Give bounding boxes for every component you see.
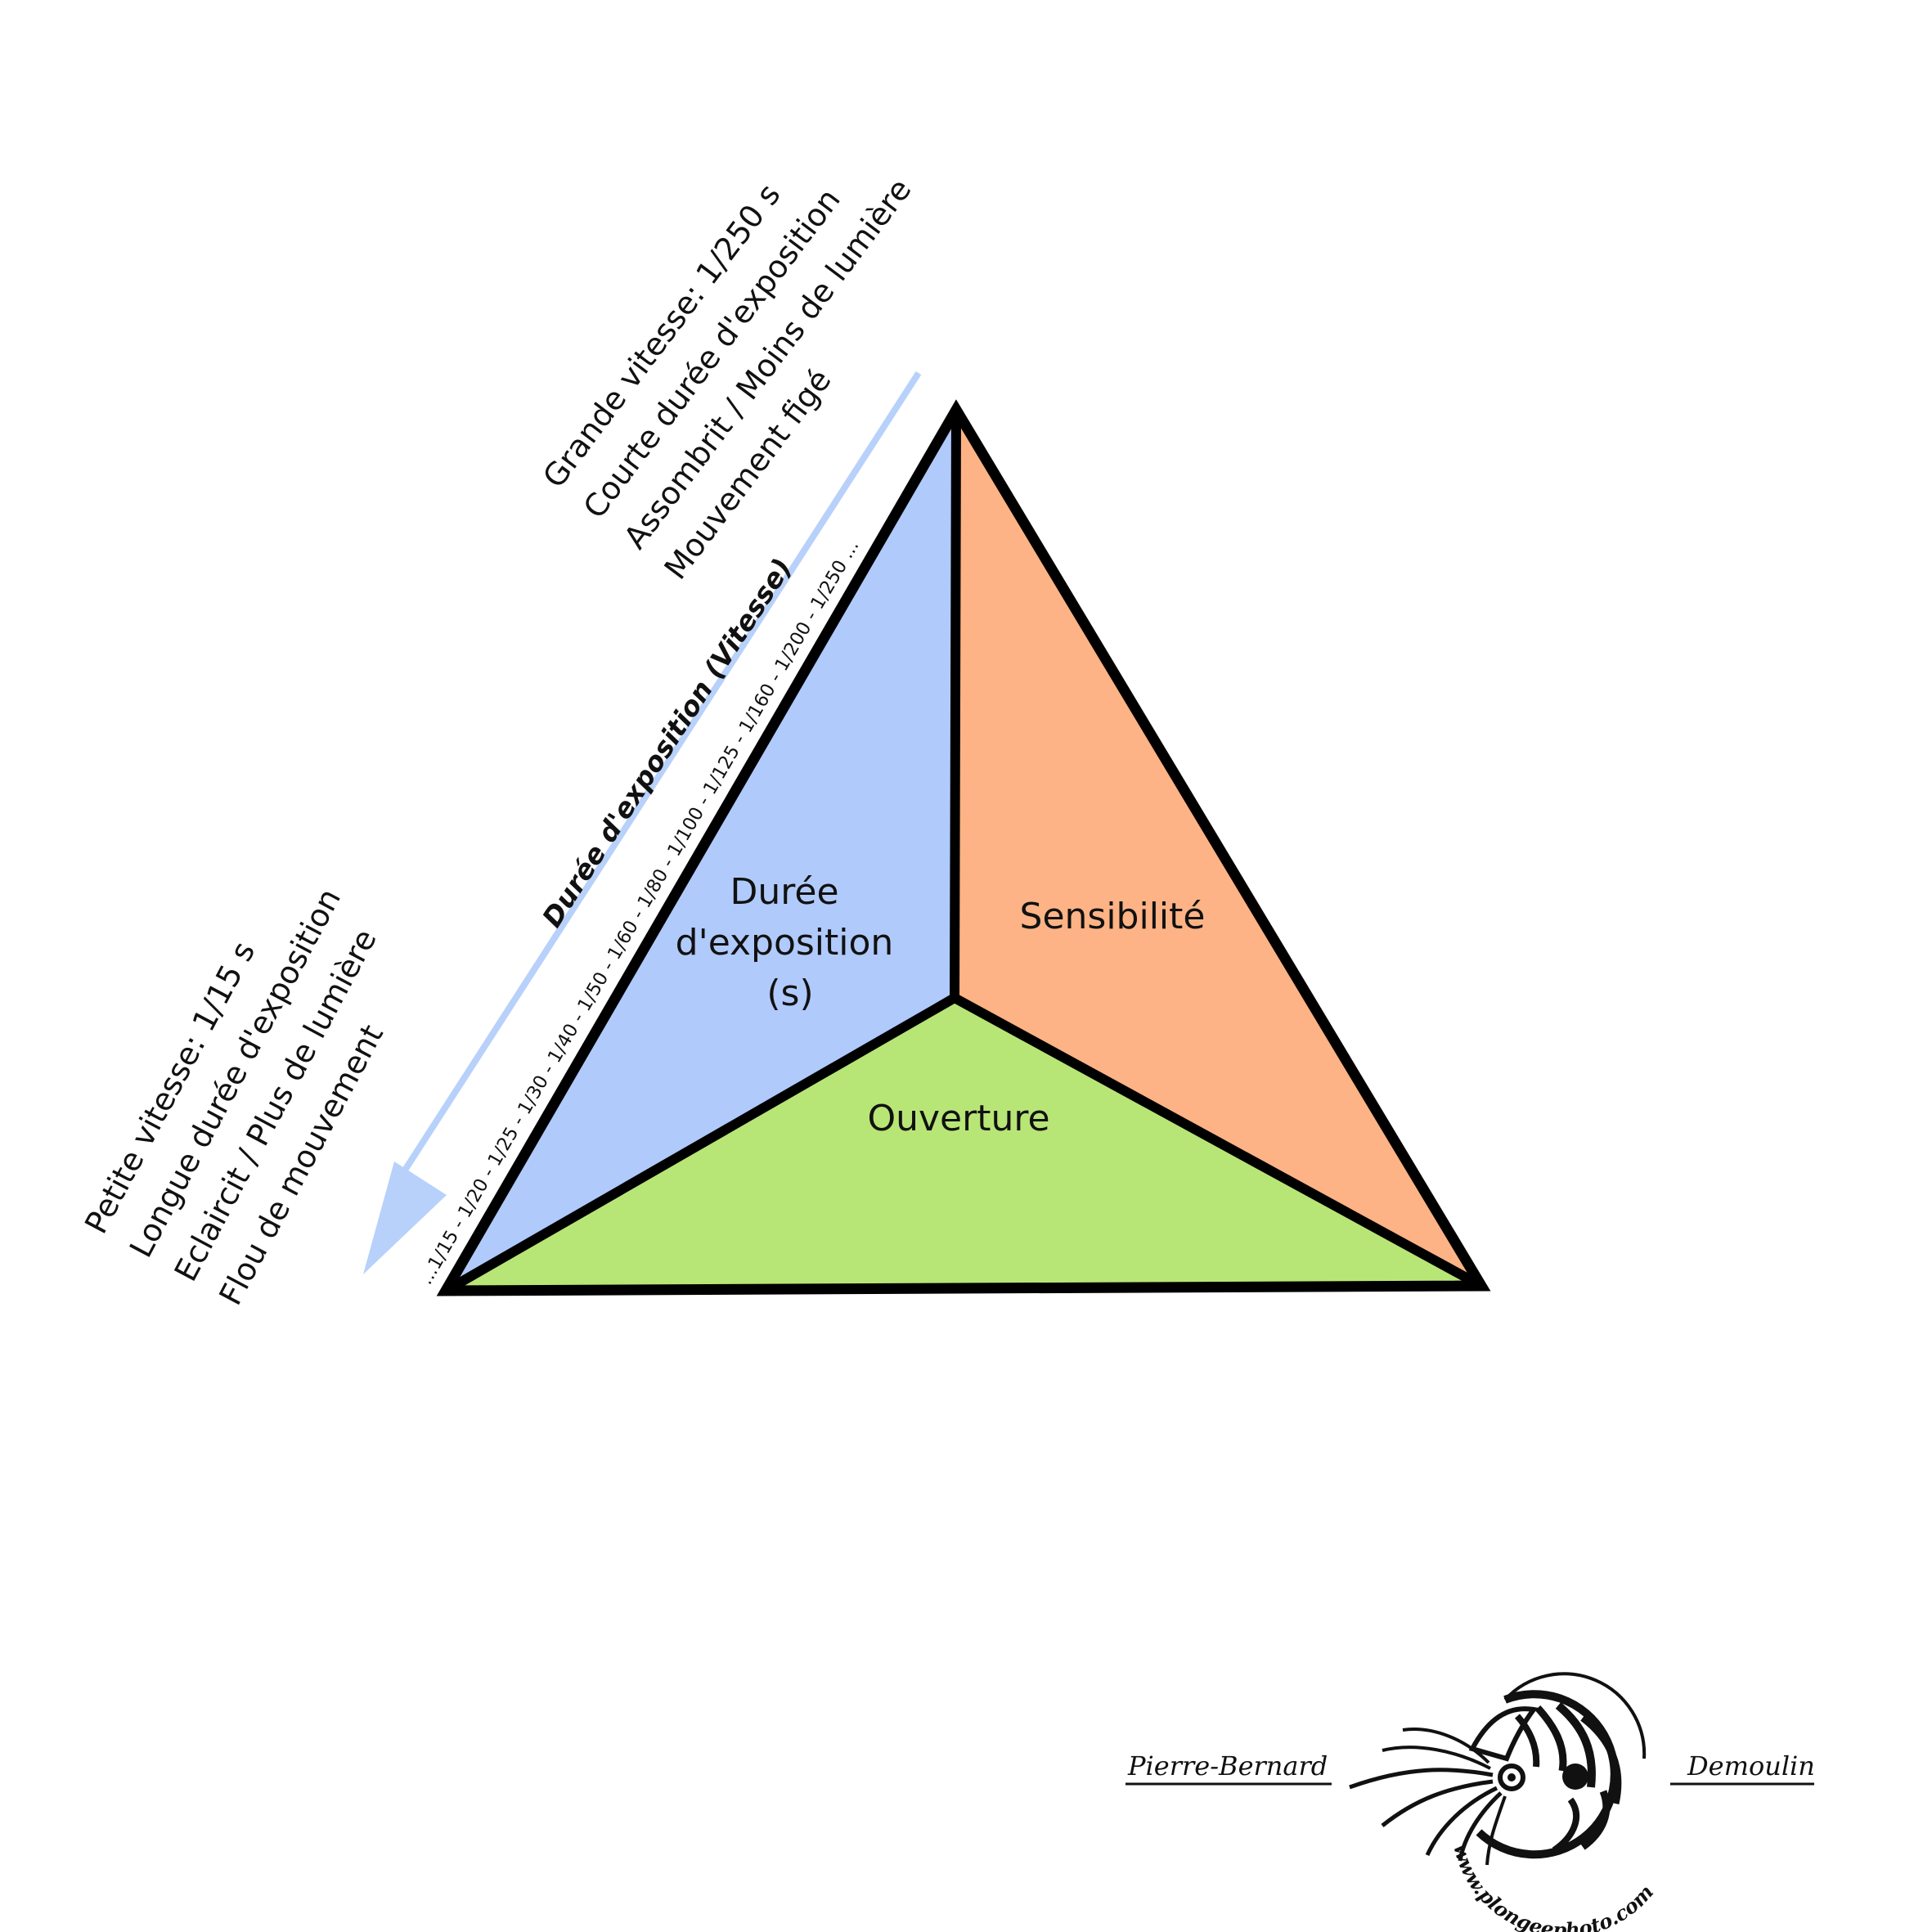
- sector-label-duration: Durée d'exposition (s): [676, 871, 905, 1014]
- signature: Pierre-Bernard Demoulin: [1126, 1672, 1815, 1932]
- sector-aperture: [446, 998, 1481, 1291]
- triangle-outline: [436, 399, 1491, 1296]
- sector-label-sensitivity: Sensibilité: [1020, 896, 1206, 937]
- nautilus-logo: [1349, 1672, 1647, 1866]
- signature-first-name: Pierre-Bernard: [1127, 1750, 1328, 1781]
- sector-divider-right: [952, 993, 1484, 1291]
- fast-end-line: Courte durée d'exposition: [577, 182, 847, 524]
- signature-last-name: Demoulin: [1687, 1750, 1815, 1781]
- sector-label-aperture: Ouverture: [867, 1098, 1049, 1139]
- speed-arrow-head-icon: [363, 1161, 447, 1274]
- speed-arrow-shaft: [395, 371, 922, 1183]
